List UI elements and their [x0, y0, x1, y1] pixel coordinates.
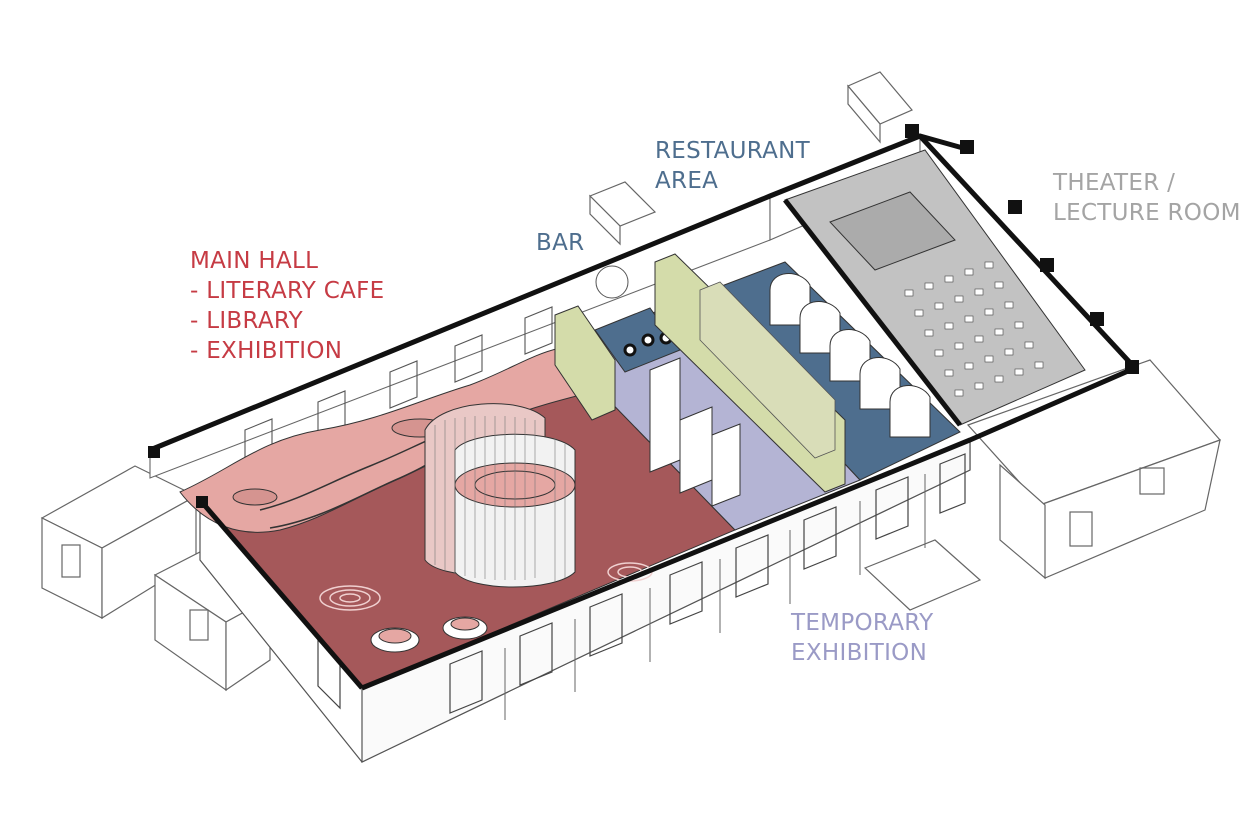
- main-hall-platform: [179, 347, 601, 533]
- main-hall-label-line-4: - EXHIBITION: [190, 338, 343, 364]
- main-hall-label-line-1: MAIN HALL: [190, 248, 319, 274]
- theater-label-line-1: THEATER /: [1053, 170, 1176, 196]
- bar-label-line-1: BAR: [536, 230, 585, 256]
- temporary-exhibition-label: TEMPORARY EXHIBITION: [791, 608, 933, 668]
- rooftop-vents: [588, 71, 913, 246]
- right-annex-building: [863, 359, 1222, 611]
- cut-walls: [149, 133, 1137, 691]
- main-hall-label-line-2: - LITERARY CAFE: [190, 278, 385, 304]
- arched-booths: [769, 273, 931, 438]
- exhibition-panels: [649, 357, 741, 507]
- theater-stage: [829, 191, 956, 271]
- bar-counter: [554, 305, 616, 421]
- theater-label: THEATER / LECTURE ROOM: [1053, 168, 1241, 228]
- restaurant-label: RESTAURANT AREA: [655, 136, 810, 196]
- temporary-exhibition-label-line-2: EXHIBITION: [791, 640, 928, 666]
- restaurant-label-line-1: RESTAURANT: [655, 138, 810, 164]
- bar-decorative-fixture: [595, 265, 629, 299]
- temporary-exhibition-label-line-1: TEMPORARY: [791, 610, 934, 636]
- main-hall-label: MAIN HALL - LITERARY CAFE - LIBRARY - EX…: [190, 246, 385, 366]
- restaurant-label-line-2: AREA: [655, 168, 719, 194]
- theater-label-line-2: LECTURE ROOM: [1053, 200, 1241, 226]
- restaurant-area: [654, 253, 961, 493]
- theater-area: [784, 149, 1086, 426]
- bar-label: BAR: [536, 228, 584, 258]
- main-hall-area: [179, 347, 736, 689]
- main-hall-label-line-3: - LIBRARY: [190, 308, 304, 334]
- theater-seating: [904, 261, 1044, 397]
